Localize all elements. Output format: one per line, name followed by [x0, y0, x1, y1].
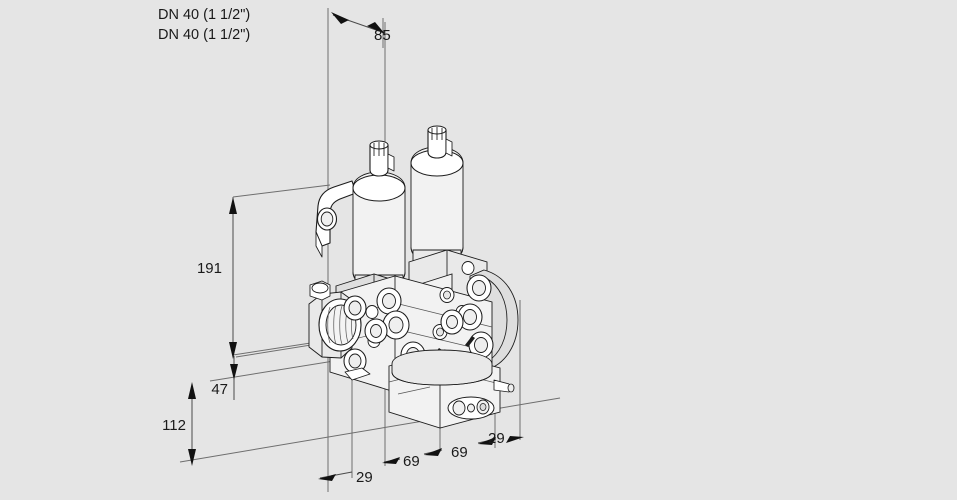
- dimension-47-label: 47: [211, 381, 228, 398]
- mounting-bracket: [315, 180, 357, 258]
- dimension-47: 47: [211, 356, 238, 400]
- body-foot: [344, 367, 371, 381]
- port-inlet-label: DN 40 (1 1/2"): [158, 7, 250, 23]
- dimension-base-mid-right-label: 69: [451, 444, 468, 461]
- port-outlet-label: DN 40 (1 1/2"): [158, 27, 250, 43]
- dimension-base-chain: 29 69 69 29: [318, 430, 524, 486]
- dimension-85: 85: [331, 12, 391, 44]
- dimension-191-label: 191: [197, 260, 222, 277]
- test-port-discs: [364, 303, 483, 344]
- port-labels: DN 40 (1 1/2") DN 40 (1 1/2"): [158, 7, 250, 43]
- dimension-191: 191: [197, 197, 237, 359]
- dimension-112: 112: [162, 382, 196, 466]
- terminal-box: [388, 349, 515, 429]
- dimension-85-label: 85: [374, 27, 391, 44]
- valve-assembly-illustration: [308, 125, 519, 429]
- dimension-112-label: 112: [162, 417, 186, 434]
- flange-bolts: [343, 261, 494, 374]
- dimension-base-right-label: 29: [488, 430, 505, 447]
- dimension-base-left-label: 29: [356, 469, 373, 486]
- dimension-base-mid-left-label: 69: [403, 453, 420, 470]
